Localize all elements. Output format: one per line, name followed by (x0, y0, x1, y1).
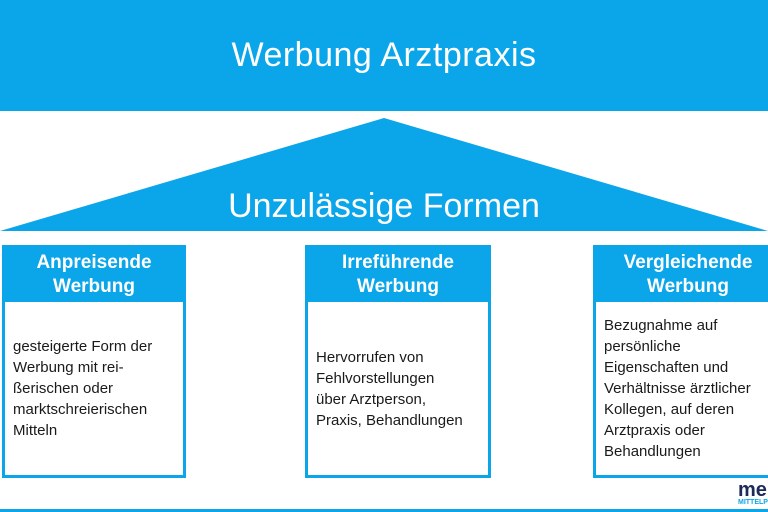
roof-triangle (0, 118, 768, 231)
box-text: gesteigerte Form der Werbung mit rei- ße… (13, 338, 153, 439)
bottom-divider (0, 509, 768, 512)
roof-label: Unzulässige Formen (228, 187, 540, 225)
box-text: Hervorrufen von Fehlvorstellungen über A… (316, 348, 463, 429)
box-text: Bezugnahme auf persönliche Eigenschaften… (604, 317, 751, 460)
box-title: Anpreisende Werbung (5, 248, 183, 302)
logo-mark: me (738, 479, 767, 501)
box-title: Irreführende Werbung (308, 248, 488, 302)
logo: me MITTELP (738, 479, 768, 507)
box-irrefuehrende-werbung: Irreführende Werbung Hervorrufen von Feh… (305, 245, 491, 478)
box-vergleichende-werbung: Vergleichende Werbung Bezugnahme auf per… (593, 245, 768, 478)
box-anpreisende-werbung: Anpreisende Werbung gesteigerte Form der… (2, 245, 186, 478)
title: Werbung Arztpraxis (231, 36, 537, 74)
title-banner: Werbung Arztpraxis (0, 0, 768, 111)
box-title: Vergleichende Werbung (596, 248, 768, 302)
logo-subtitle: MITTELP (738, 499, 768, 506)
